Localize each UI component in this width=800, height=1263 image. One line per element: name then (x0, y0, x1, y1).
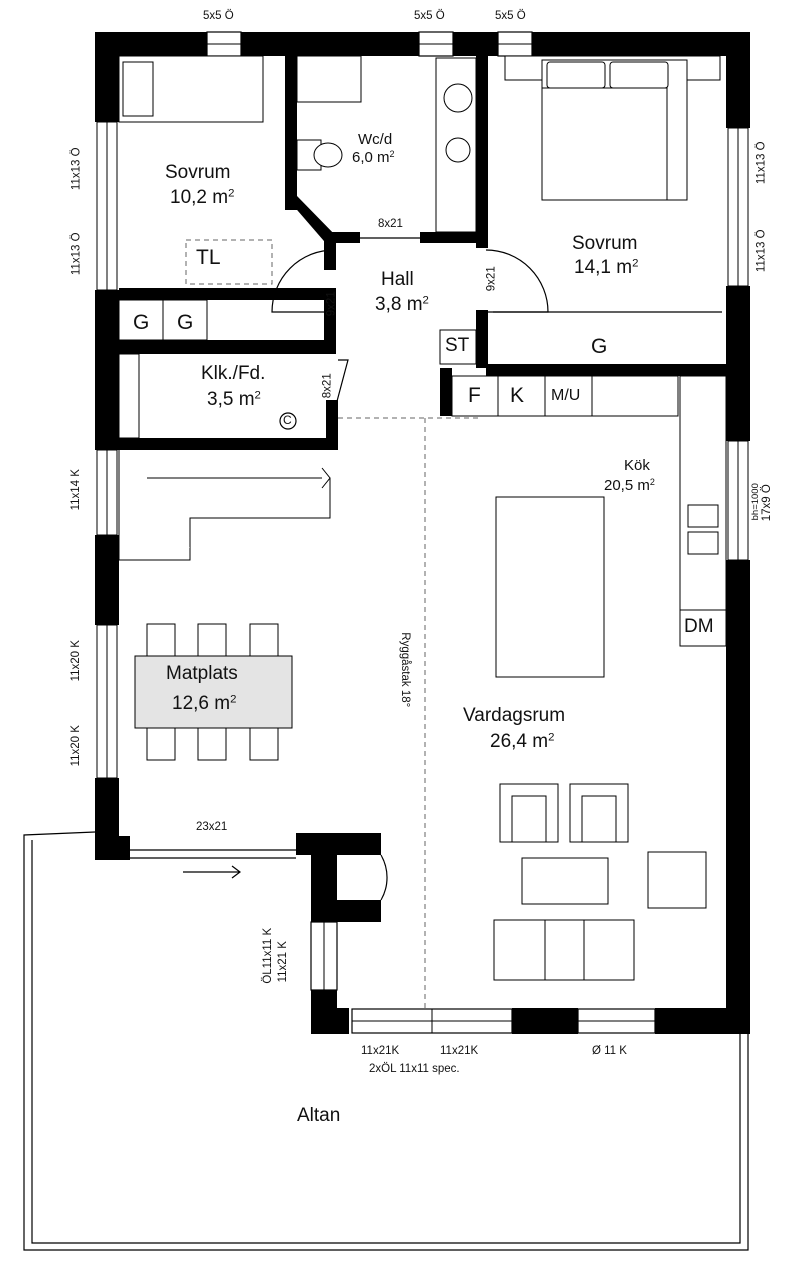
room-area-hall: 3,8 m2 (375, 294, 429, 315)
window-label-inner-2: 11x21 K (276, 941, 289, 983)
chimney-symbol (279, 412, 297, 430)
room-name-sovrum2: Sovrum (572, 233, 638, 254)
window-label-top-3: 5x5 Ö (495, 10, 526, 22)
bed-small (118, 55, 264, 123)
fixture-mu: M/U (551, 387, 581, 404)
exterior-walls (95, 32, 750, 1034)
window-label-right-2: 11x13 Ö (755, 229, 768, 273)
door-label-wc: 8x21 (378, 218, 403, 230)
room-area-wc: 6,0 m2 (352, 149, 395, 166)
dashed-lines (185, 239, 480, 1008)
window-label-right-1: 11x13 Ö (755, 141, 768, 185)
wardrobes (118, 299, 477, 439)
dining-set (134, 623, 293, 761)
window-glass-lines (96, 43, 749, 1033)
window-label-left-2: 11x13 Ö (70, 232, 83, 276)
room-name-matplats: Matplats (166, 663, 238, 684)
room-area-kok: 20,5 m2 (604, 477, 655, 494)
window-label-bottom-1: 11x21K (361, 1045, 400, 1057)
interior-walls (119, 56, 726, 450)
fixture-k: K (510, 384, 525, 407)
living-furniture (493, 783, 707, 981)
fixture-g-1: G (133, 311, 150, 334)
fixture-dm: DM (684, 616, 714, 637)
fixture-st: ST (445, 335, 470, 356)
room-name-sovrum1: Sovrum (165, 162, 231, 183)
window-label-right-kok-2: 17x9 Ö (760, 484, 773, 522)
room-area-matplats: 12,6 m2 (172, 693, 237, 714)
room-name-hall: Hall (381, 269, 414, 290)
door-swings (130, 237, 722, 901)
kitchen-counter (451, 375, 727, 678)
window-label-top-1: 5x5 Ö (203, 10, 234, 22)
fixture-f: F (468, 384, 481, 407)
fixture-tl: TL (196, 246, 221, 269)
window-label-right-kok-1: bh=1000 (749, 483, 761, 521)
door-label-altan: 23x21 (196, 821, 228, 833)
window-label-bottom-3: Ø 11 K (592, 1045, 627, 1057)
door-label-sovrum2: 9x21 (485, 266, 498, 292)
altan-outline (23, 831, 749, 1251)
wc-fixtures (296, 55, 477, 233)
room-name-wc: Wc/d (358, 131, 393, 148)
room-area-klk: 3,5 m2 (207, 389, 261, 410)
room-name-klk: Klk./Fd. (201, 363, 266, 384)
fixture-c: C (283, 413, 292, 427)
room-name-altan: Altan (297, 1105, 341, 1126)
window-label-bottom-note: 2xÖL 11x11 spec. (369, 1063, 460, 1075)
window-label-bottom-2: 11x21K (440, 1045, 479, 1057)
window-label-top-2: 5x5 Ö (414, 10, 445, 22)
room-name-vardagsrum: Vardagsrum (463, 705, 566, 726)
door-label-sovrum1: 9x21 (325, 291, 338, 317)
window-label-left-5: 11x20 K (69, 725, 82, 767)
room-area-sovrum2: 14,1 m2 (574, 257, 639, 278)
room-name-kok: Kök (624, 457, 650, 474)
storage-unit (118, 450, 331, 561)
bed-double (504, 55, 721, 201)
fixture-g-3: G (591, 335, 608, 358)
window-label-left-4: 11x20 K (69, 640, 82, 682)
fixture-g-2: G (177, 311, 194, 334)
room-area-sovrum1: 10,2 m2 (170, 187, 235, 208)
window-label-left-3: 11x14 K (69, 469, 82, 511)
window-label-inner-1: ÖL11x11 K (262, 927, 275, 984)
room-area-vardagsrum: 26,4 m2 (490, 731, 555, 752)
window-label-left-1: 11x13 Ö (70, 147, 83, 191)
door-label-klk: 8x21 (321, 373, 334, 399)
roof-note: Ryggåstak 18° (399, 632, 412, 708)
